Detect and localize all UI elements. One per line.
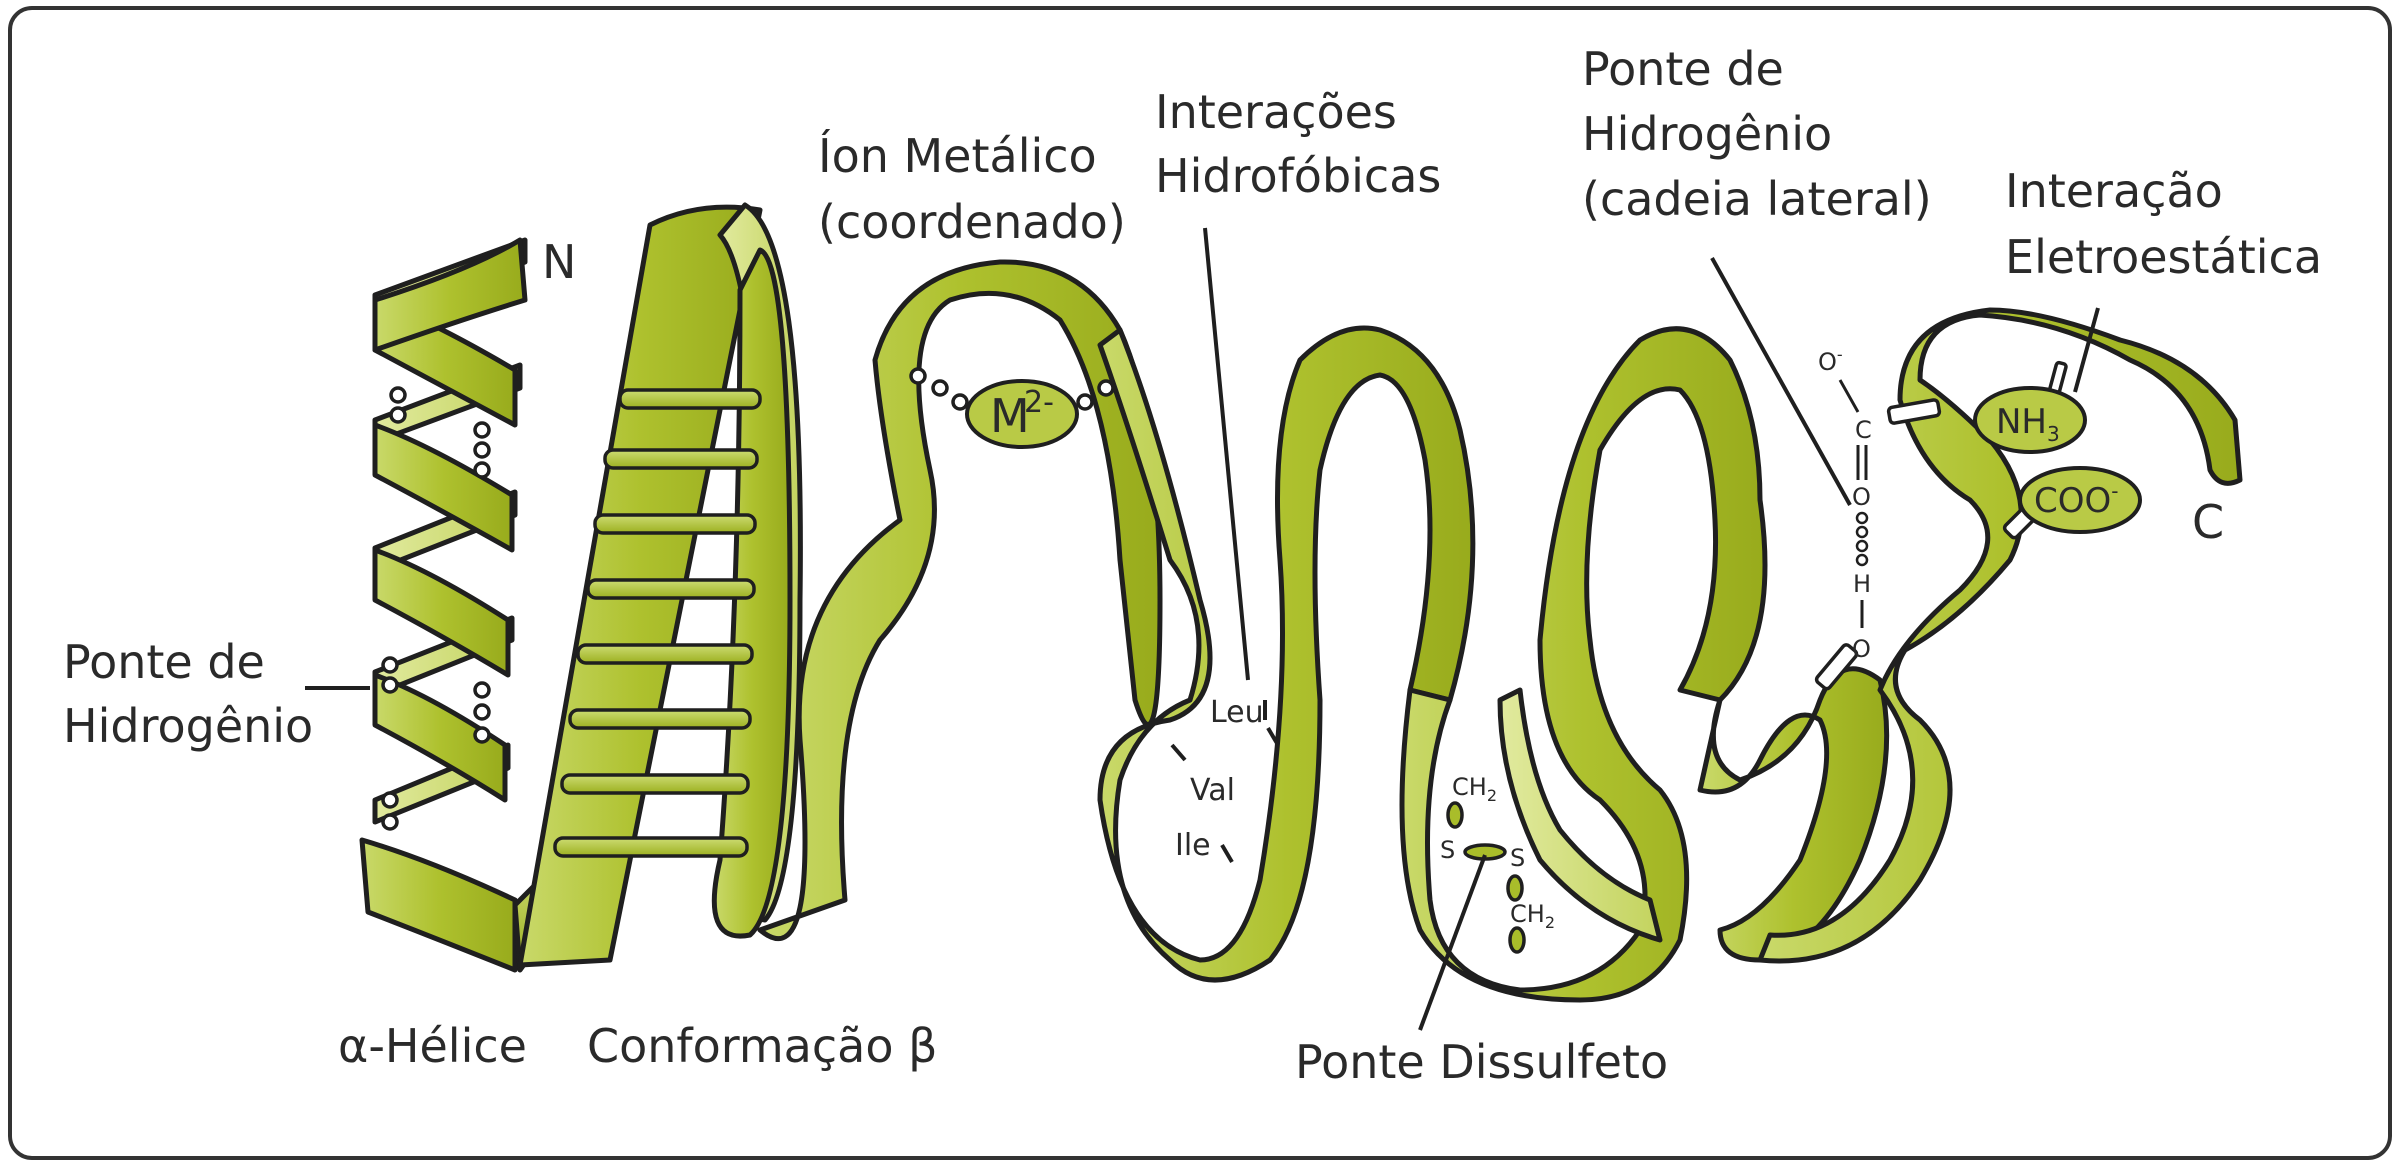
- oxygen-label: O: [1852, 483, 1871, 511]
- disulfide-label: Ponte Dissulfeto: [1295, 1035, 1668, 1089]
- coo-label: COO-: [2034, 479, 2118, 521]
- side-chain-hb-label-line2: Hidrogênio: [1582, 107, 1832, 161]
- metal-ion-label-line1: Íon Metálico: [818, 129, 1097, 183]
- side-chain-hb-label-line1: Ponte de: [1582, 42, 1784, 96]
- sulfur-left-label: S: [1440, 836, 1455, 864]
- carbon-label: C: [1855, 416, 1872, 444]
- metal-ion-charge: 2-: [1024, 385, 1054, 420]
- hydrophobic-label-line1: Interações: [1155, 85, 1397, 139]
- leu-label: Leu: [1210, 695, 1264, 730]
- hydrogen-label: H: [1853, 570, 1871, 598]
- sulfur-right-label: S: [1510, 844, 1525, 872]
- ile-label: Ile: [1175, 828, 1211, 863]
- n-terminus-label: N: [542, 235, 576, 289]
- h-bond-label-line1: Ponte de: [63, 635, 265, 689]
- beta-sheet-label: Conformação β: [587, 1019, 937, 1073]
- side-chain-hb-label-line3: (cadeia lateral): [1582, 172, 1932, 226]
- c-terminus-label: C: [2192, 495, 2224, 549]
- val-label: Val: [1190, 773, 1235, 808]
- hydrophobic-label-line2: Hidrofóbicas: [1155, 149, 1441, 203]
- metal-ion-label-line2: (coordenado): [818, 195, 1126, 249]
- oxygen-lower-label: O: [1852, 635, 1871, 663]
- alpha-helix-label: α-Hélice: [338, 1019, 527, 1073]
- electrostatic-label-line1: Interação: [2005, 164, 2223, 218]
- electrostatic-label-line2: Eletroestática: [2005, 230, 2322, 284]
- h-bond-label-line2: Hidrogênio: [63, 699, 313, 753]
